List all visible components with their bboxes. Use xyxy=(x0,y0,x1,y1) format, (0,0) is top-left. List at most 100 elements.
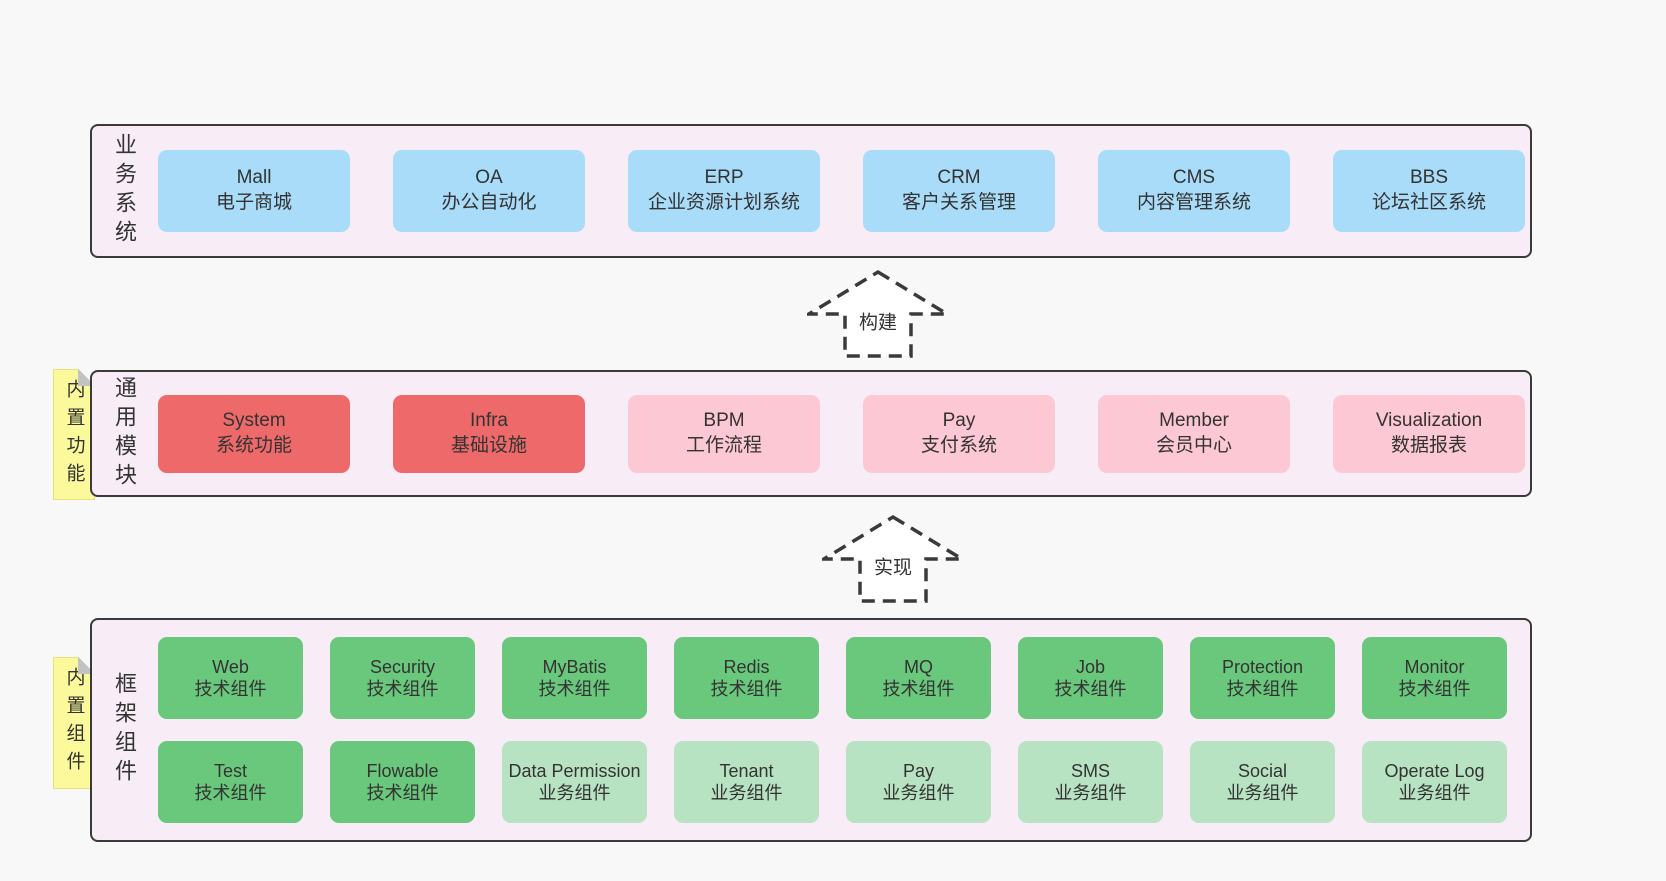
box-row: System 系统功能 Infra 基础设施 BPM 工作流程 Pay 支付系统… xyxy=(158,394,1530,473)
component-subtitle: 会员中心 xyxy=(1155,434,1232,456)
component-box: Redis 技术组件 xyxy=(674,637,819,719)
band-business-systems: 业务系统 Mall 电子商城 OA 办公自动化 ERP 企业资源计划系统 CRM… xyxy=(90,124,1532,258)
box-row: Web 技术组件 Security 技术组件 MyBatis 技术组件 Redi… xyxy=(158,637,1530,719)
component-box: OA 办公自动化 xyxy=(393,150,585,232)
band-common-modules-boxes: System 系统功能 Infra 基础设施 BPM 工作流程 Pay 支付系统… xyxy=(158,394,1530,473)
component-title: SMS xyxy=(1070,760,1110,781)
band-framework-components-label: 框架组件 xyxy=(112,672,137,788)
component-box: Monitor 技术组件 xyxy=(1362,637,1507,719)
component-box: Data Permission 业务组件 xyxy=(502,741,647,823)
component-box: Member 会员中心 xyxy=(1098,394,1290,473)
component-box: Tenant 业务组件 xyxy=(674,741,819,823)
component-box: SMS 业务组件 xyxy=(1018,741,1163,823)
component-title: MyBatis xyxy=(542,656,607,677)
component-box: Visualization 数据报表 xyxy=(1333,394,1525,473)
box-row: Test 技术组件 Flowable 技术组件 Data Permission … xyxy=(158,741,1530,823)
arrow-build-label: 构建 xyxy=(855,306,901,336)
component-subtitle: 基础设施 xyxy=(450,434,527,456)
component-title: Pay xyxy=(942,409,976,431)
component-title: Security xyxy=(369,656,436,677)
sticky-built-in-features: 内置功能 xyxy=(53,369,95,500)
component-subtitle: 技术组件 xyxy=(1398,679,1471,699)
box-row: Mall 电子商城 OA 办公自动化 ERP 企业资源计划系统 CRM 客户关系… xyxy=(158,150,1530,232)
component-subtitle: 电子商城 xyxy=(215,192,292,213)
component-box: Web 技术组件 xyxy=(158,637,303,719)
component-subtitle: 技术组件 xyxy=(194,679,267,699)
component-subtitle: 支付系统 xyxy=(920,434,997,456)
component-subtitle: 业务组件 xyxy=(1226,783,1299,803)
component-subtitle: 业务组件 xyxy=(882,783,955,803)
component-title: BPM xyxy=(703,409,745,431)
sticky-built-in-features-text: 内置功能 xyxy=(63,378,85,491)
component-subtitle: 技术组件 xyxy=(538,679,611,699)
component-box: MQ 技术组件 xyxy=(846,637,991,719)
component-box: Protection 技术组件 xyxy=(1190,637,1335,719)
component-title: Job xyxy=(1075,656,1106,677)
component-title: Infra xyxy=(469,409,509,431)
band-common-modules-label: 通用模块 xyxy=(112,375,137,492)
band-framework-components-boxes: Web 技术组件 Security 技术组件 MyBatis 技术组件 Redi… xyxy=(158,637,1530,823)
component-box: System 系统功能 xyxy=(158,394,350,473)
component-title: Operate Log xyxy=(1384,760,1485,781)
sticky-built-in-components: 内置组件 xyxy=(53,657,95,789)
component-subtitle: 技术组件 xyxy=(366,679,439,699)
component-title: Pay xyxy=(902,760,935,781)
sticky-built-in-components-text: 内置组件 xyxy=(63,667,85,779)
component-subtitle: 客户关系管理 xyxy=(901,192,1016,213)
component-subtitle: 技术组件 xyxy=(710,679,783,699)
component-box: Pay 支付系统 xyxy=(863,394,1055,473)
component-subtitle: 论坛社区系统 xyxy=(1371,192,1486,213)
component-box: Security 技术组件 xyxy=(330,637,475,719)
component-title: Test xyxy=(213,760,247,781)
component-title: Social xyxy=(1237,760,1288,781)
component-title: CMS xyxy=(1172,167,1216,189)
component-title: MQ xyxy=(904,656,933,677)
component-title: Member xyxy=(1159,409,1229,431)
component-box: Social 业务组件 xyxy=(1190,741,1335,823)
component-title: BBS xyxy=(1409,167,1449,189)
component-subtitle: 企业资源计划系统 xyxy=(647,192,800,213)
component-title: Web xyxy=(212,656,249,677)
component-box: MyBatis 技术组件 xyxy=(502,637,647,719)
component-box: Flowable 技术组件 xyxy=(330,741,475,823)
component-title: System xyxy=(222,409,286,431)
component-subtitle: 办公自动化 xyxy=(441,192,537,213)
component-box: Pay 业务组件 xyxy=(846,741,991,823)
component-title: Tenant xyxy=(719,760,774,781)
component-title: Protection xyxy=(1221,656,1304,677)
component-box: Infra 基础设施 xyxy=(393,394,585,473)
arrow-build: 构建 xyxy=(807,269,949,359)
component-box: ERP 企业资源计划系统 xyxy=(628,150,820,232)
component-subtitle: 技术组件 xyxy=(1226,679,1299,699)
band-common-modules: 通用模块 System 系统功能 Infra 基础设施 BPM 工作流程 Pay… xyxy=(90,370,1532,497)
component-title: Visualization xyxy=(1375,409,1483,431)
component-subtitle: 技术组件 xyxy=(1054,679,1127,699)
component-box: Test 技术组件 xyxy=(158,741,303,823)
component-subtitle: 业务组件 xyxy=(538,783,611,803)
band-framework-components: 框架组件 Web 技术组件 Security 技术组件 MyBatis 技术组件… xyxy=(90,618,1532,842)
band-business-systems-boxes: Mall 电子商城 OA 办公自动化 ERP 企业资源计划系统 CRM 客户关系… xyxy=(158,150,1530,232)
component-box: BPM 工作流程 xyxy=(628,394,820,473)
component-subtitle: 内容管理系统 xyxy=(1136,192,1251,213)
component-box: Operate Log 业务组件 xyxy=(1362,741,1507,823)
component-subtitle: 系统功能 xyxy=(215,434,292,456)
component-title: CRM xyxy=(937,167,981,189)
component-title: ERP xyxy=(704,167,744,189)
component-box: CMS 内容管理系统 xyxy=(1098,150,1290,232)
component-title: OA xyxy=(475,167,503,189)
component-title: Mall xyxy=(236,167,272,189)
component-title: Data Permission xyxy=(508,760,641,781)
component-subtitle: 技术组件 xyxy=(194,783,267,803)
component-title: Monitor xyxy=(1404,656,1465,677)
component-subtitle: 业务组件 xyxy=(1054,783,1127,803)
component-subtitle: 业务组件 xyxy=(710,783,783,803)
component-box: BBS 论坛社区系统 xyxy=(1333,150,1525,232)
component-title: Flowable xyxy=(366,760,439,781)
component-subtitle: 技术组件 xyxy=(882,679,955,699)
component-subtitle: 工作流程 xyxy=(685,434,762,456)
arrow-implement: 实现 xyxy=(822,514,964,604)
band-business-systems-label: 业务系统 xyxy=(112,133,137,249)
component-subtitle: 数据报表 xyxy=(1390,434,1467,456)
component-subtitle: 技术组件 xyxy=(366,783,439,803)
